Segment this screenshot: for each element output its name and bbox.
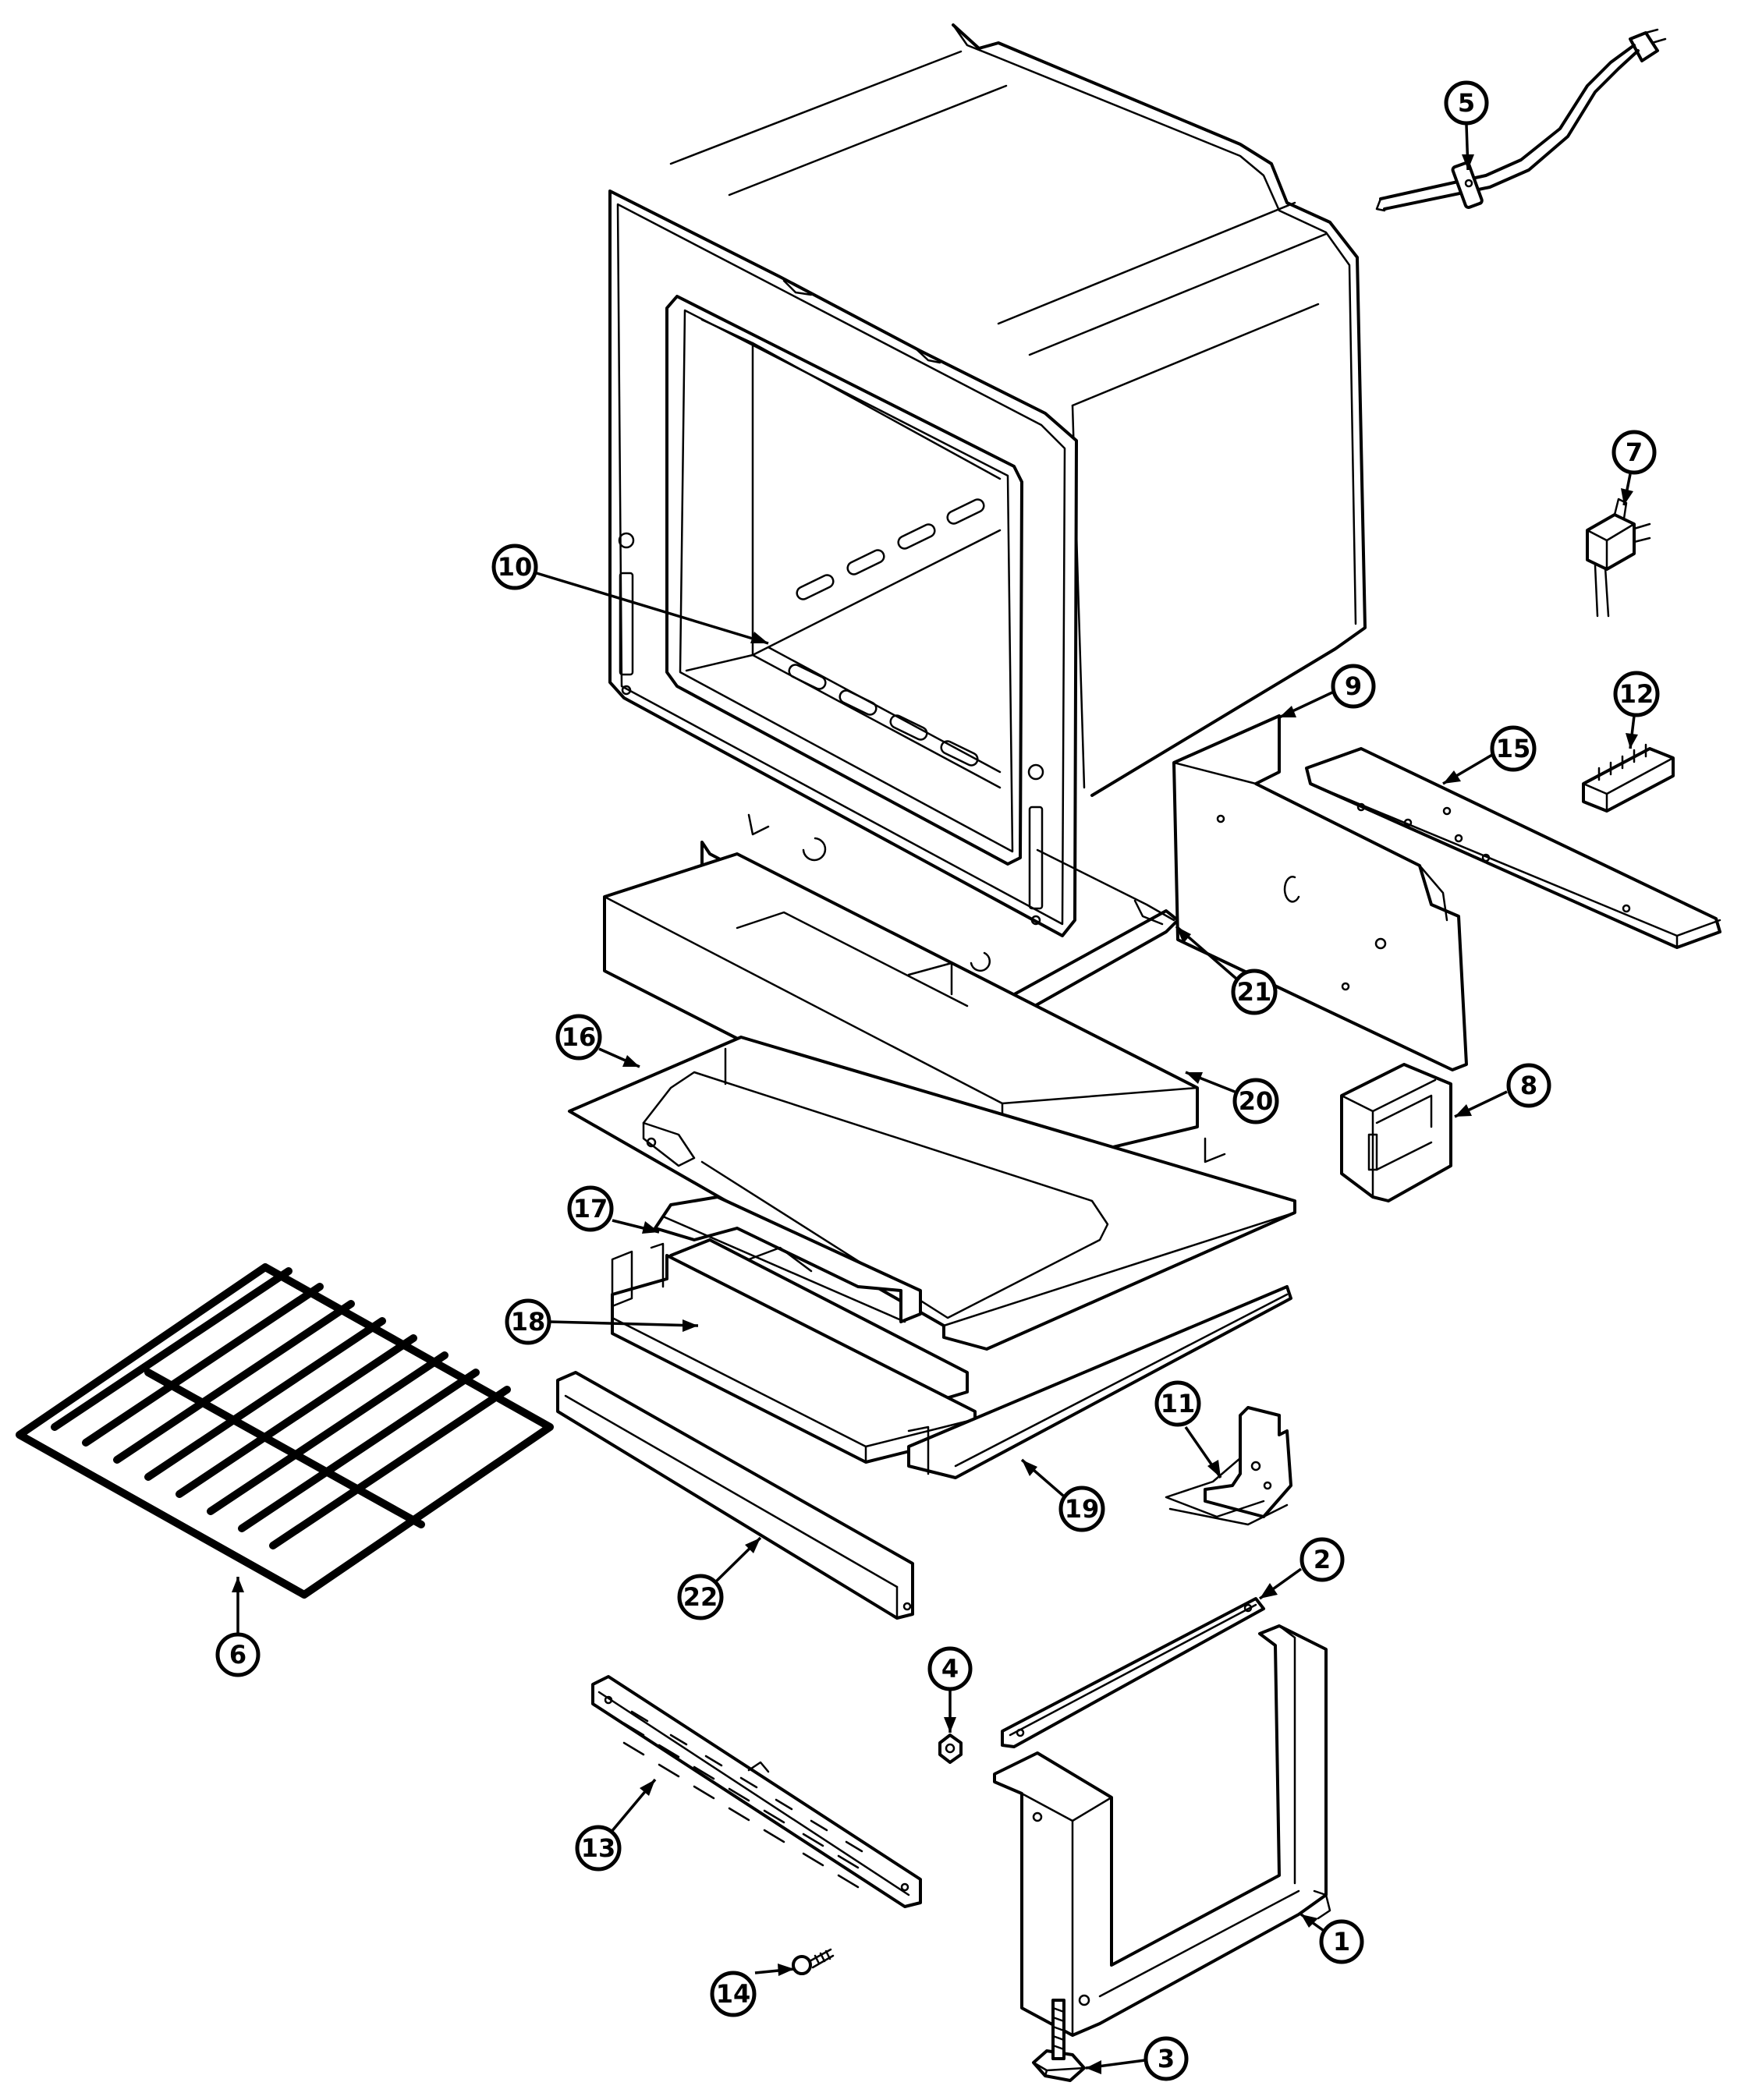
callout-label-8: 8 [1520, 1071, 1537, 1100]
callout-label-7: 7 [1626, 437, 1643, 467]
front-trim-strip [556, 1371, 914, 1620]
small-bracket [1165, 1406, 1292, 1526]
callout-8: 8 [1454, 1063, 1551, 1118]
callout-label-21: 21 [1237, 977, 1272, 1007]
callout-3: 3 [1085, 2036, 1189, 2081]
callout-20: 20 [1185, 1071, 1279, 1124]
broiler-pan [611, 1242, 977, 1464]
oven-rack [16, 1263, 554, 1599]
callout-label-16: 16 [562, 1022, 597, 1052]
callout-13: 13 [575, 1778, 657, 1872]
front-rail [1001, 1597, 1265, 1748]
vent-slots [622, 1710, 863, 1889]
callout-label-3: 3 [1158, 2044, 1175, 2073]
callout-14: 14 [710, 1964, 795, 2017]
callout-label-9: 9 [1345, 671, 1362, 701]
callout-label-22: 22 [683, 1582, 718, 1612]
door-switch [1586, 498, 1651, 618]
callout-5: 5 [1444, 80, 1489, 171]
callout-4: 4 [927, 1646, 973, 1733]
corner-bracket [1340, 1063, 1452, 1202]
callout-18: 18 [505, 1298, 699, 1345]
callout-label-4: 4 [941, 1654, 959, 1684]
callout-label-20: 20 [1239, 1086, 1274, 1116]
callout-11: 11 [1154, 1380, 1222, 1478]
drawer-bottom [907, 1285, 1292, 1479]
callout-12: 12 [1613, 671, 1660, 749]
callout-label-19: 19 [1065, 1494, 1100, 1524]
callout-10: 10 [491, 544, 769, 645]
oven-cavity [608, 23, 1367, 937]
callout-label-2: 2 [1314, 1545, 1331, 1574]
screw [792, 1948, 835, 1975]
power-cord [1375, 28, 1667, 212]
callout-22: 22 [677, 1536, 762, 1620]
callout-label-18: 18 [511, 1307, 546, 1337]
callout-15: 15 [1442, 725, 1537, 785]
base-frame [993, 1624, 1331, 2037]
callout-16: 16 [555, 1014, 640, 1068]
callout-2: 2 [1258, 1537, 1345, 1600]
broiler-box [603, 852, 1199, 1175]
callout-7: 7 [1611, 430, 1657, 506]
callout-17: 17 [567, 1185, 660, 1234]
upper-rack-supports [796, 498, 985, 600]
callout-label-13: 13 [581, 1833, 616, 1863]
callout-6: 6 [215, 1577, 261, 1677]
callout-21: 21 [1175, 925, 1278, 1015]
kick-plate [591, 1675, 922, 1908]
callout-label-14: 14 [716, 1979, 751, 2009]
burner-baffle [654, 1195, 922, 1323]
callout-label-15: 15 [1496, 734, 1531, 763]
callout-label-1: 1 [1333, 1927, 1350, 1957]
callout-label-5: 5 [1458, 88, 1475, 118]
nut [938, 1733, 963, 1764]
side-panel [1172, 714, 1468, 1071]
callout-label-6: 6 [229, 1640, 246, 1670]
terminal-block [1582, 743, 1675, 813]
callout-1: 1 [1299, 1913, 1364, 1964]
callout-label-11: 11 [1161, 1389, 1196, 1418]
oven-bottom [568, 1036, 1296, 1351]
callout-label-10: 10 [498, 552, 533, 582]
mounting-channel [1305, 747, 1721, 949]
callout-label-17: 17 [573, 1194, 608, 1224]
leveling-leg [1032, 1999, 1086, 2082]
lower-rack-supports [788, 664, 979, 767]
callout-label-12: 12 [1619, 679, 1654, 709]
callout-19: 19 [1020, 1458, 1105, 1532]
callout-9: 9 [1278, 664, 1376, 719]
